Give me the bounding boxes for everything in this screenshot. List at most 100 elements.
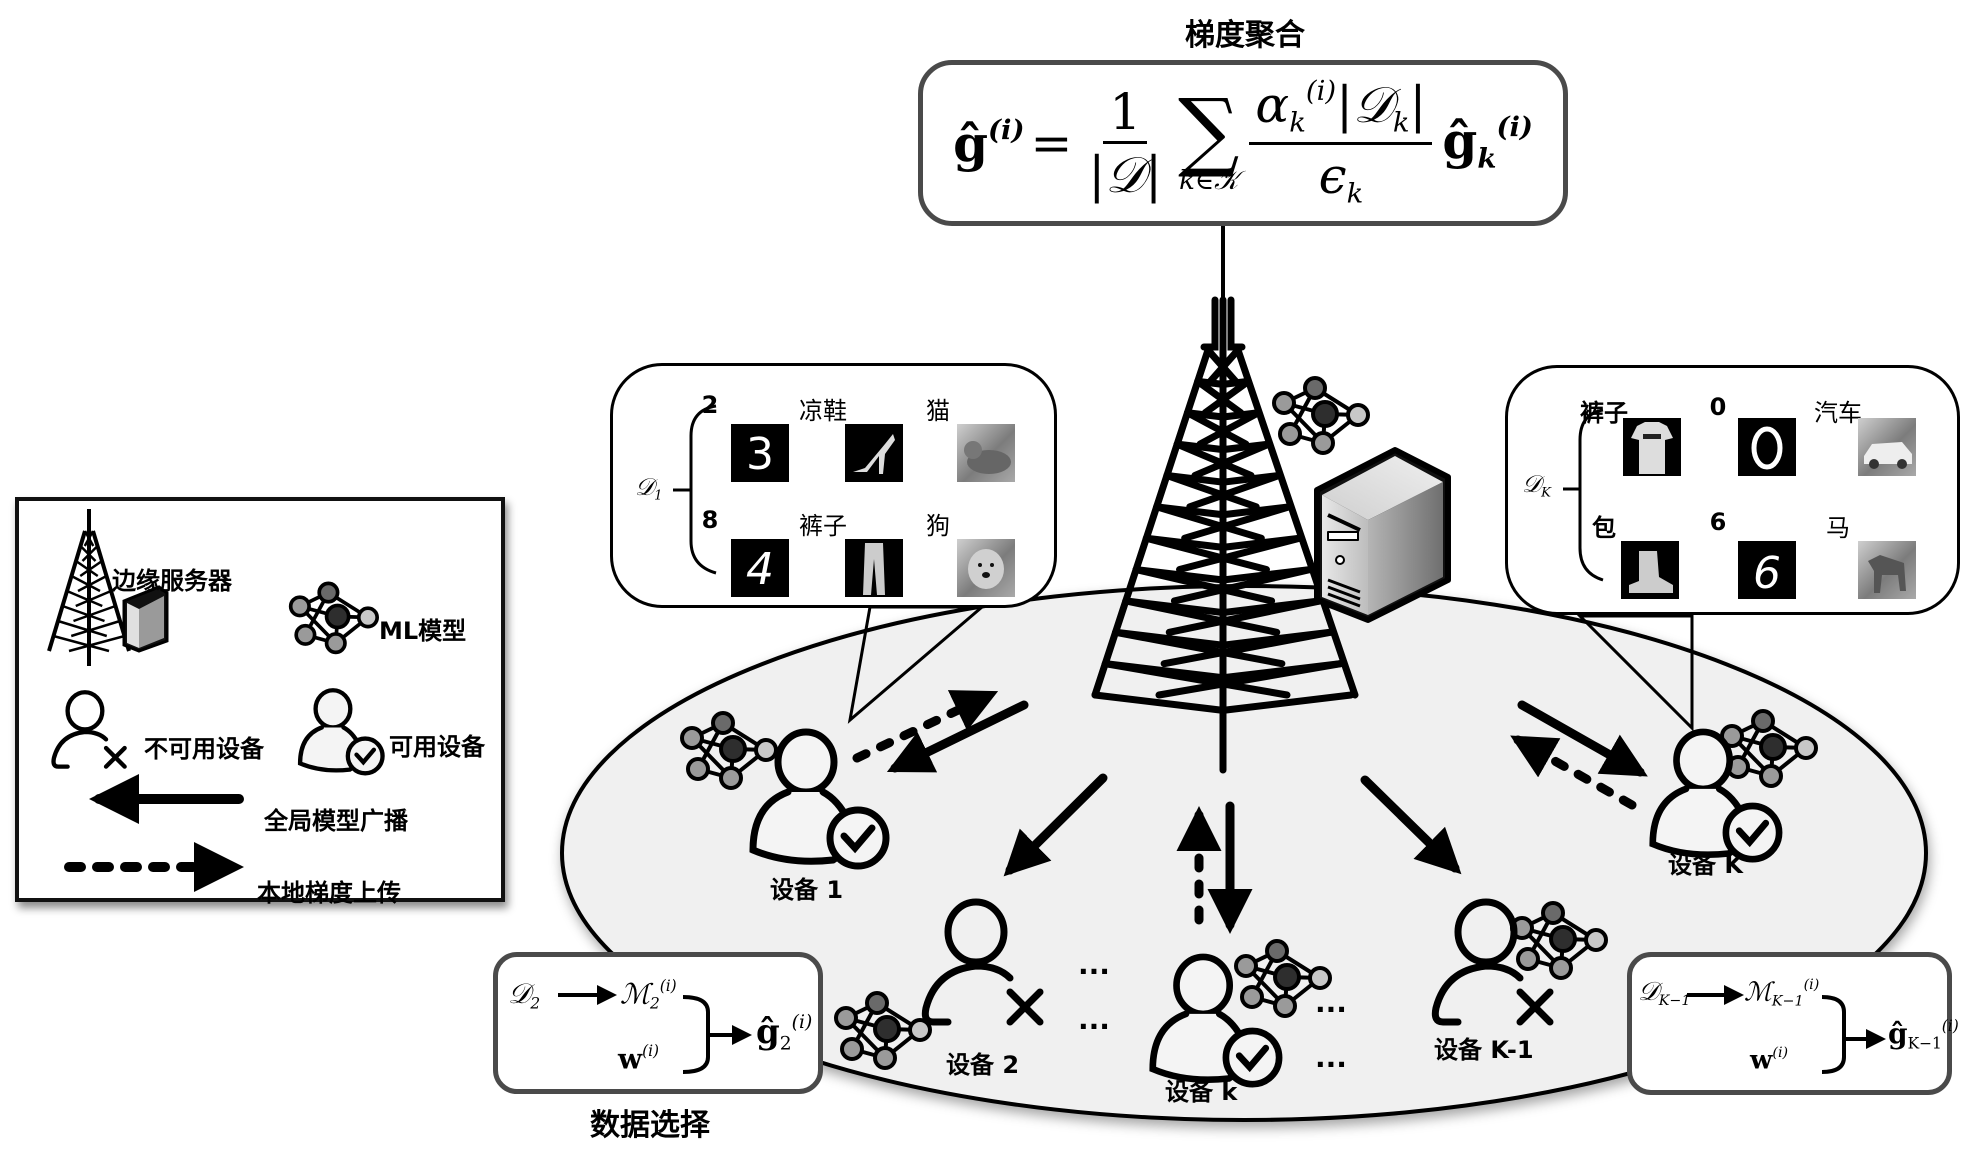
ml-node: [317, 581, 340, 604]
legend-label-available: 可用设备: [389, 733, 485, 761]
ml-node: [1584, 928, 1608, 952]
selection-model-m2: ℳ2(i): [620, 977, 677, 1013]
broadcast-arrow-device-k-minus-1: [1360, 775, 1462, 875]
ml-model-icon-device-k-minus-1: [1510, 901, 1608, 980]
sample-image-cifar-car: [1858, 418, 1916, 476]
legend-label-upload: 本地梯度上传: [257, 879, 401, 907]
sample-image-fashion-sandal: [845, 424, 903, 482]
broadcast-arrow-device-K: [1517, 700, 1648, 777]
ml-node: [719, 766, 743, 790]
upload-arrow-device-K: [1510, 735, 1637, 810]
left-dataset-class-label: 2: [701, 391, 719, 419]
device-k-minus-1-label: 设备 K-1: [1434, 1036, 1534, 1064]
ml-node: [754, 738, 778, 762]
device-1-available-icon: [749, 728, 890, 870]
svg-text:4: 4: [746, 544, 774, 595]
right-dataset-class-label: 包: [1592, 514, 1616, 542]
legend-unavailable-user-icon: [51, 690, 127, 769]
check-badge-icon: [1222, 1027, 1283, 1088]
left-dataset-class-label: 8: [701, 506, 719, 534]
data-selection-caption: 数据选择: [590, 1108, 710, 1143]
legend-ml-model-icon: [288, 581, 380, 655]
device-K-label: 设备 K: [1668, 851, 1743, 879]
left-dataset-class-label: 猫: [926, 397, 950, 425]
check-badge-icon: [1722, 802, 1783, 863]
ml-node: [908, 1018, 932, 1042]
right-dataset-class-label: 马: [1826, 514, 1850, 542]
check-badge-icon: [826, 806, 890, 870]
ml-node: [288, 595, 311, 618]
ml-node: [1311, 400, 1339, 428]
sample-image-fashion-trousers: [845, 539, 903, 597]
ellipsis-2: ···: [1078, 1010, 1110, 1043]
right-dataset-brace: [1563, 408, 1604, 582]
aggregation-formula-box: ĝ(i) = 1 |𝒟| ∑ k∈𝒦 αk(i)|𝒟k| ϵk ĝk(i): [918, 60, 1568, 226]
ml-model-icon-device-K: [1720, 709, 1818, 788]
left-dataset-class-label: 裤子: [799, 512, 847, 540]
broadcast-arrow-device-1: [886, 700, 1029, 773]
device-k-available-icon: [1149, 953, 1283, 1088]
selection-data-d2: 𝒟2: [508, 977, 541, 1013]
ml-node: [324, 603, 351, 630]
ml-node: [711, 711, 735, 735]
ml-node: [1549, 925, 1577, 953]
ml-model-icon-device-2: [834, 991, 932, 1070]
ml-node: [1516, 947, 1540, 971]
legend-label-edge-server: 边缘服务器: [112, 567, 232, 595]
device-K-available-icon: [1649, 728, 1783, 863]
formula-equals: =: [1030, 114, 1073, 172]
ml-node: [1272, 391, 1296, 415]
ml-node: [1273, 994, 1297, 1018]
formula-weight: αk(i)|𝒟k| ϵk: [1249, 78, 1433, 207]
formula-rhs: ĝk(i): [1442, 111, 1533, 175]
ml-model-icon-device-k: [1234, 939, 1332, 1018]
device-2-label: 设备 2: [946, 1051, 1020, 1079]
sample-image-cifar-cat: [957, 424, 1015, 482]
server-icon: [1314, 447, 1451, 623]
selection-model-mk1: ℳK−1(i): [1744, 977, 1820, 1010]
aggregation-formula: ĝ(i) = 1 |𝒟| ∑ k∈𝒦 αk(i)|𝒟k| ϵk ĝk(i): [923, 65, 1563, 221]
svg-text:6: 6: [1753, 548, 1781, 599]
ml-node: [873, 1015, 901, 1043]
left-dataset-class-label: 凉鞋: [799, 397, 847, 425]
ml-node: [865, 991, 889, 1015]
ellipsis-4: ···: [1315, 1048, 1347, 1081]
device-k-minus-1-unavailable-icon: [1431, 898, 1554, 1026]
sample-image-cifar-horse: [1858, 541, 1916, 599]
ml-node: [356, 606, 380, 629]
broadcast-arrows: [886, 700, 1648, 934]
ml-model-icon-server: [1272, 376, 1370, 455]
legend-available-user-icon: [297, 688, 385, 776]
sample-image-mnist-digit-3: 3: [731, 424, 789, 482]
sample-image-fashion-tshirt: [1623, 418, 1681, 476]
ml-node: [1303, 376, 1327, 400]
ml-node: [1278, 422, 1302, 446]
x-badge-icon: [1516, 988, 1554, 1026]
legend-server-icon: [122, 585, 169, 653]
selection-gradient-gk1: ĝK−1(i): [1888, 1017, 1959, 1053]
formula-sum: ∑ k∈𝒦: [1178, 80, 1240, 196]
ml-node: [1751, 709, 1775, 733]
right-dataset-class-label: 6: [1709, 508, 1727, 536]
selection-weight: w(i): [618, 1042, 660, 1076]
x-badge-icon: [1006, 988, 1044, 1026]
formula-lhs: ĝ(i): [953, 113, 1025, 173]
ml-node: [1240, 985, 1264, 1009]
dataset-label-d1: 𝒟1: [635, 473, 663, 504]
sample-image-mnist-digit-6: 6: [1738, 541, 1796, 599]
broadcast-arrow-device-2: [1003, 773, 1108, 877]
ml-node: [1541, 901, 1565, 925]
selection-connectors-right: [1687, 985, 1886, 1074]
ml-node: [686, 757, 710, 781]
right-bubble-pointer: [1576, 614, 1694, 732]
right-dataset-class-label: 汽车: [1814, 399, 1862, 427]
data-selection-box-device-2: 𝒟2 ℳ2(i) w(i) ĝ2(i): [493, 952, 823, 1094]
ml-node: [294, 623, 317, 646]
legend-label-broadcast: 全局模型广播: [264, 807, 408, 835]
ml-node: [873, 1046, 897, 1070]
selection-connectors: [558, 985, 752, 1074]
ml-node: [680, 726, 704, 750]
legend-label-unavailable: 不可用设备: [144, 735, 264, 763]
